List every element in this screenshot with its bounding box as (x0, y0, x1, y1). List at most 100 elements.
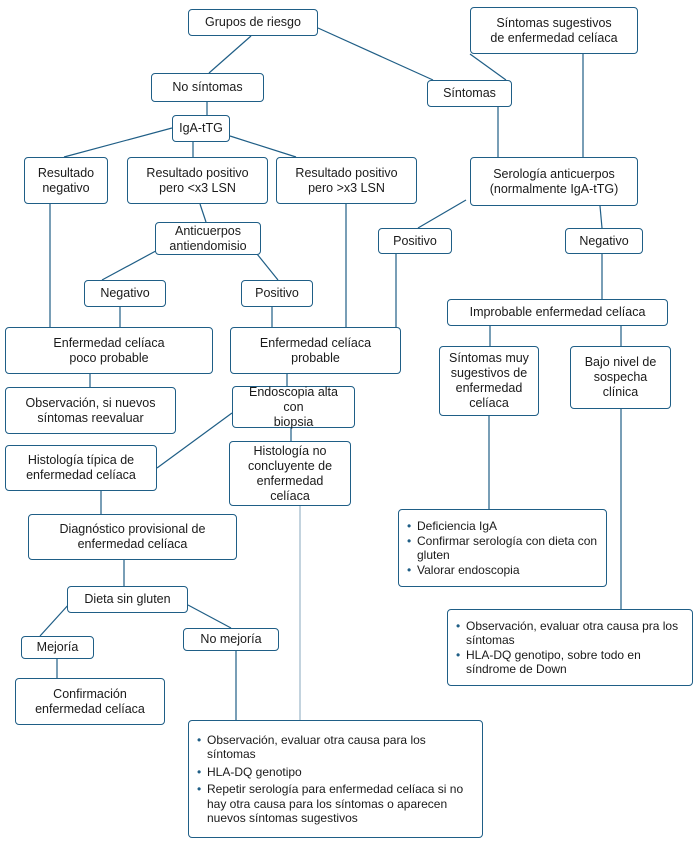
positivo-mayor-line2: pero >x3 LSN (308, 180, 385, 195)
mejoria-text: Mejoría (36, 640, 79, 654)
negativo-izq-box: Negativo (84, 280, 166, 307)
positivo-der-text: Positivo (393, 233, 437, 248)
positivo-izq-box: Positivo (241, 280, 313, 307)
positivo-der-box: Positivo (378, 228, 452, 254)
positivo-menor-line2: pero <x3 LSN (159, 180, 236, 195)
diagnostico-line1: Diagnóstico provisional de (59, 522, 206, 536)
endoscopia-line1: Endoscopia alta con (249, 384, 338, 414)
link-igattg-negativo (63, 127, 173, 158)
link-igattg-mayor (229, 135, 297, 158)
resultado-negativo-line2: negativo (42, 180, 90, 195)
mejoria-box: Mejoría (21, 636, 94, 659)
final-list-box: Observación, evaluar otra causa para los… (188, 720, 483, 838)
resultado-negativo-line1: Resultado (37, 165, 95, 180)
negativo-izq-text: Negativo (100, 286, 150, 300)
sintomas-sugestivos-line1: Síntomas sugestivos (496, 15, 612, 30)
observacion-der-list-box: Observación, evaluar otra causa pra los … (447, 609, 693, 686)
sintomas-muy-line2: sugestivos de (450, 366, 528, 380)
sintomas-text: Síntomas (443, 86, 496, 100)
link-grupos-nosintomas (208, 35, 252, 74)
histologia-no-line3: enfermedad celíaca (256, 473, 324, 503)
link-grupos-sintomas (317, 27, 434, 81)
link-serologia-positivo (417, 199, 467, 229)
dieta-text: Dieta sin gluten (84, 592, 171, 606)
serologia-box: Serología anticuerpos(normalmente IgA-tT… (470, 157, 638, 206)
probable-line1: Enfermedad celíaca (259, 335, 372, 350)
sintomas-box: Síntomas (427, 80, 512, 107)
sintomas-sugestivos-line2: de enfermedad celíaca (490, 30, 618, 45)
anticuerpos-line1: Anticuerpos (174, 223, 241, 238)
positivo-mayor-line1: Resultado positivo (295, 165, 398, 180)
no-mejoria-box: No mejoría (183, 628, 279, 651)
negativo-der-text: Negativo (579, 233, 629, 248)
deficiencia-list-box: Deficiencia IgA Confirmar serología con … (398, 509, 607, 587)
positivo-menor-line1: Resultado positivo (146, 165, 249, 180)
grupos-riesgo-box: Grupos de riesgo (188, 9, 318, 36)
observacion-izq-line2: síntomas reevaluar (37, 410, 144, 425)
link-menor-anticuerpos (199, 203, 207, 223)
no-mejoria-text: No mejoría (200, 632, 262, 646)
no-sintomas-text: No síntomas (172, 80, 243, 94)
link-anticuerpos-negativo (101, 245, 166, 281)
histologia-tipica-line2: enfermedad celíaca (26, 468, 136, 482)
deficiencia-item-1: Deficiencia IgA (407, 519, 598, 534)
poco-probable-line1: Enfermedad celíaca (53, 335, 165, 350)
sintomas-muy-line1: Síntomas muy (449, 351, 529, 365)
observacion-der-item-2: HLA-DQ genotipo, sobre todo en síndrome … (456, 648, 684, 677)
histologia-tipica-line1: Histología típica de (27, 453, 135, 467)
dieta-box: Dieta sin gluten (67, 586, 188, 613)
no-sintomas-box: No síntomas (151, 73, 264, 102)
final-item-2: HLA-DQ genotipo (197, 765, 474, 780)
negativo-der-box: Negativo (565, 228, 643, 254)
final-item-1: Observación, evaluar otra causa para los… (197, 733, 474, 762)
endoscopia-line2: biopsia (273, 414, 314, 429)
probable-line2: probable (291, 350, 340, 365)
link-sugestivos-sintomas (469, 53, 507, 81)
link-dieta-mejoria (39, 602, 71, 637)
serologia-line1: Serología anticuerpos (493, 166, 615, 181)
link-endoscopia-tipica (156, 412, 233, 469)
link-dieta-nomejoria (187, 604, 232, 629)
histologia-no-line2: concluyente de (247, 458, 333, 473)
observacion-der-item-1: Observación, evaluar otra causa pra los … (456, 619, 684, 648)
final-item-3: Repetir serología para enfermedad celíac… (197, 782, 474, 826)
deficiencia-item-2: Confirmar serología con dieta con gluten (407, 534, 598, 563)
serologia-line2: (normalmente IgA-tTG) (489, 181, 619, 196)
sintomas-muy-line4: celíaca (469, 396, 509, 410)
improbable-text: Improbable enfermedad celíaca (469, 305, 646, 319)
anticuerpos-line2: antiendomisio (169, 238, 247, 253)
bajo-nivel-line2: sospecha clínica (593, 370, 648, 399)
sintomas-muy-line3: enfermedad (455, 381, 523, 395)
positivo-izq-text: Positivo (255, 286, 299, 300)
link-serologia-negativo (599, 205, 603, 229)
histologia-no-line1: Histología no (253, 443, 327, 458)
improbable-box: Improbable enfermedad celíaca (447, 299, 668, 326)
bajo-nivel-line1: Bajo nivel de (584, 355, 657, 369)
iga-ttg-box: IgA-tTG (172, 115, 230, 142)
deficiencia-item-3: Valorar endoscopia (407, 563, 598, 578)
diagnostico-line2: enfermedad celíaca (77, 537, 188, 551)
poco-probable-line2: poco probable (69, 350, 149, 365)
confirmacion-line2: enfermedad celíaca (35, 701, 145, 716)
iga-ttg-text: IgA-tTG (179, 121, 223, 135)
observacion-izq-line1: Observación, si nuevos (25, 395, 156, 410)
confirmacion-line1: Confirmación (53, 686, 127, 701)
grupos-riesgo-text: Grupos de riesgo (205, 15, 301, 29)
